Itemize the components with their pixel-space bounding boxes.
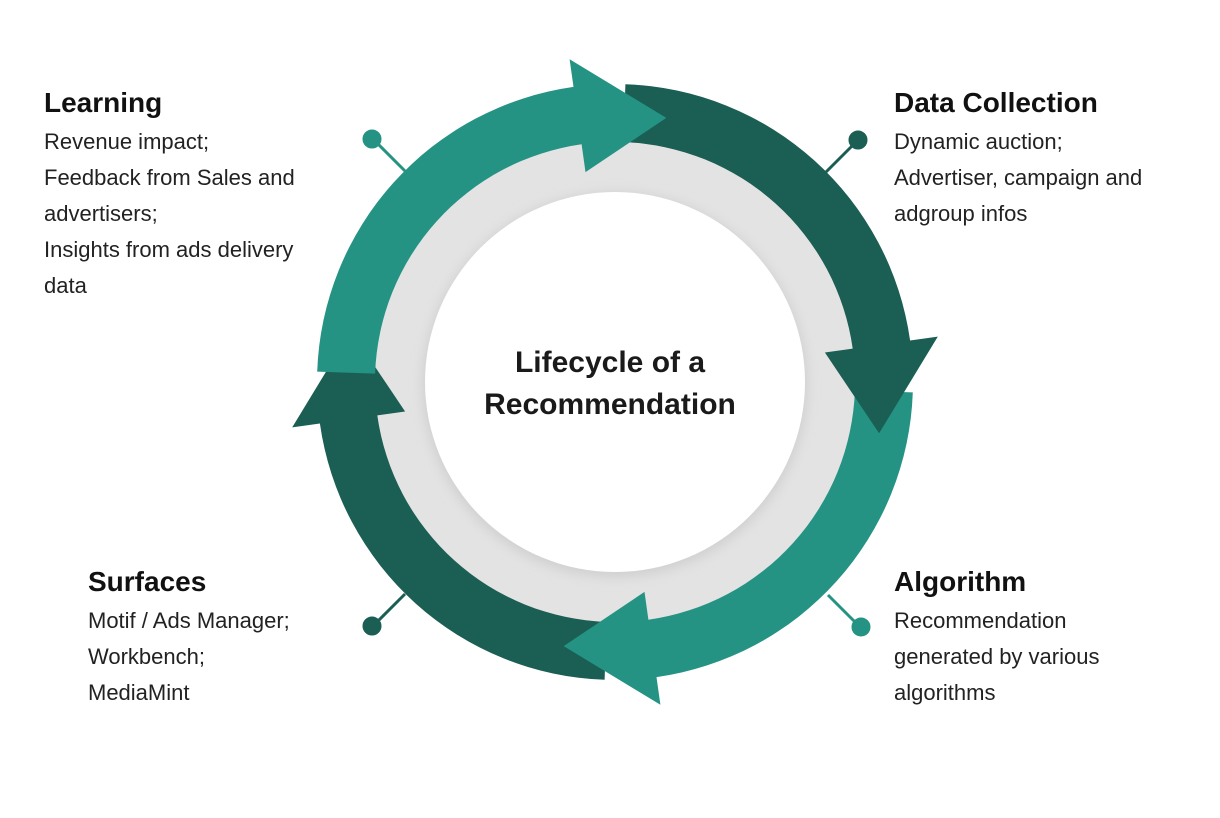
surfaces-line: Motif / Ads Manager; <box>88 608 290 633</box>
learning-line: advertisers; <box>44 201 158 226</box>
learning-heading: Learning <box>44 87 163 118</box>
surfaces-line: Workbench; <box>88 644 205 669</box>
data-collection-block: Data Collection Dynamic auction; Adverti… <box>894 86 1142 232</box>
learning-line: Revenue impact; <box>44 129 210 154</box>
algorithm-line: Recommendation <box>894 608 1067 633</box>
data-collection-line: Dynamic auction; <box>894 129 1063 154</box>
learning-line: Feedback from Sales and <box>44 165 295 190</box>
connector-learning <box>362 129 407 173</box>
algorithm-line: algorithms <box>894 680 996 705</box>
surfaces-block: Surfaces Motif / Ads Manager; Workbench;… <box>88 565 290 711</box>
algorithm-heading: Algorithm <box>894 566 1027 597</box>
title-line-1: Lifecycle of a <box>514 346 706 379</box>
inner-disc <box>425 192 805 572</box>
arrow-learning <box>317 59 667 374</box>
data-collection-line: adgroup infos <box>894 201 1028 226</box>
arrow-data-collection <box>623 84 938 434</box>
connector-data-collection <box>824 130 868 174</box>
learning-block: Learning Revenue impact; Feedback from S… <box>44 86 295 304</box>
arrow-surfaces <box>292 330 607 680</box>
connector-surfaces <box>362 592 407 636</box>
title-line-2: Recommendation <box>484 388 736 421</box>
data-collection-line: Advertiser, campaign and <box>894 165 1143 190</box>
connector-algorithm <box>826 593 871 637</box>
arrow-algorithm <box>563 390 913 705</box>
data-collection-heading: Data Collection <box>894 87 1098 118</box>
surfaces-heading: Surfaces <box>88 566 207 597</box>
algorithm-block: Algorithm Recommendation generated by va… <box>894 565 1099 711</box>
learning-line: data <box>44 273 87 298</box>
surfaces-line: MediaMint <box>88 680 190 705</box>
learning-line: Insights from ads delivery <box>44 237 294 262</box>
algorithm-line: generated by various <box>894 644 1100 669</box>
diagram-title: Lifecycle of a Recommendation <box>440 342 780 426</box>
